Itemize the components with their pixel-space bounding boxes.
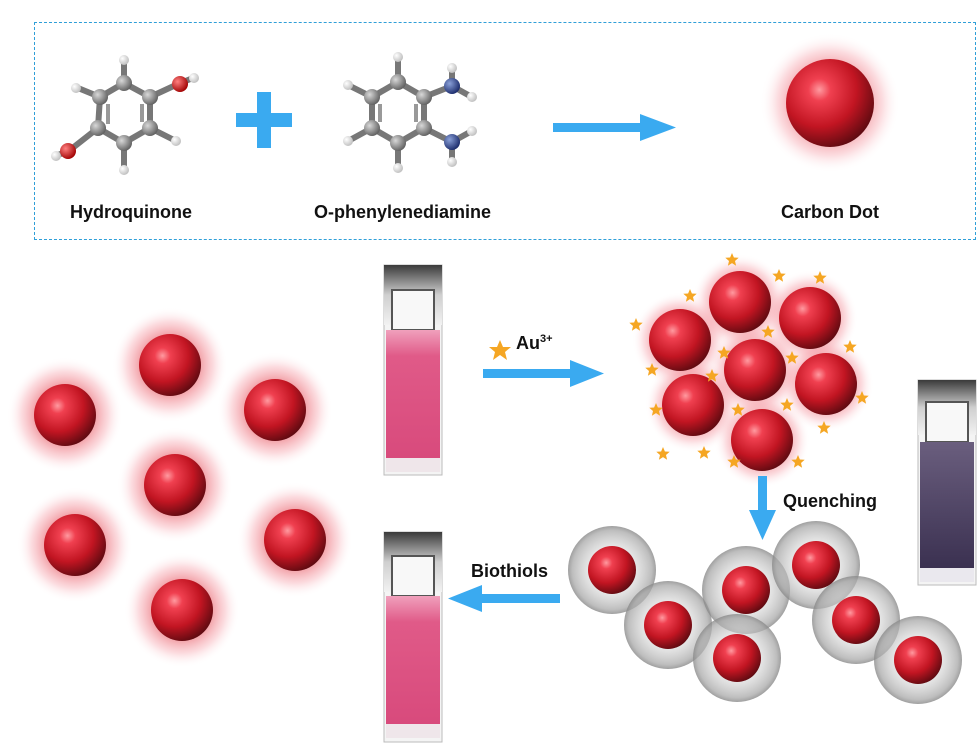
au-ion-star [645, 363, 659, 376]
au-ion-star [629, 318, 643, 331]
carbon-dot [244, 379, 306, 441]
carbon-dot [144, 454, 206, 516]
carbon-dot [792, 541, 840, 589]
plus-icon [236, 92, 292, 148]
synthesis-box [34, 22, 976, 240]
quenching-label: Quenching [783, 491, 877, 511]
carbon-dot [722, 566, 770, 614]
au-ion-star [772, 269, 786, 282]
au-ion-star [656, 447, 670, 460]
carbon-dot [795, 353, 857, 415]
hydroquinone-molecule [51, 55, 199, 175]
au-ion-star [731, 403, 745, 416]
carbon-dot [34, 384, 96, 446]
reaction-arrow [553, 114, 676, 141]
carbon-dot [731, 409, 793, 471]
carbon-dot [139, 334, 201, 396]
carbon-dot [832, 596, 880, 644]
au-ion-star [697, 446, 711, 459]
left-carbon-dot-cluster [7, 307, 353, 668]
au-ion-star [649, 403, 663, 416]
carbon-dot-label: Carbon Dot [781, 202, 879, 222]
au-label-text: Au [516, 333, 540, 353]
carbon-dot [649, 309, 711, 371]
carbon-dot [644, 601, 692, 649]
hydroquinone-label: Hydroquinone [70, 202, 192, 222]
au-ion-star [725, 253, 739, 266]
au-ion-label: Au3+ [516, 333, 553, 354]
carbon-dot [662, 374, 724, 436]
biothiols-label: Biothiols [471, 561, 548, 581]
au-star-icon [489, 340, 511, 360]
carbon-dot [588, 546, 636, 594]
au-ion-star [761, 325, 775, 338]
au-ion-star [813, 271, 827, 284]
au-ion-star [780, 398, 794, 411]
carbon-dot [724, 339, 786, 401]
carbon-dot [779, 287, 841, 349]
au-charge-superscript: 3+ [540, 333, 553, 345]
au-ion-star [791, 455, 805, 468]
au-ion-star [785, 351, 799, 364]
au-ion-star [843, 340, 857, 353]
au-ion-star [727, 455, 741, 468]
carbon-dot [894, 636, 942, 684]
carbon-dot [264, 509, 326, 571]
au-ion-star [705, 369, 719, 382]
au-ion-star [855, 391, 869, 404]
cuvette-pink-initial [383, 264, 443, 476]
au-ion-star [817, 421, 831, 434]
biothiols-arrow [448, 585, 560, 612]
au-ion-star [717, 346, 731, 359]
au-ion-star [683, 289, 697, 302]
carbon-dot [44, 514, 106, 576]
au-bound-carbon-dot-cluster [629, 253, 874, 488]
cuvette-pink-restored [383, 531, 443, 743]
quenching-arrow [749, 476, 776, 540]
carbon-dot-product [760, 33, 900, 173]
ophenylenediamine-label: O-phenylenediamine [314, 202, 492, 222]
quenched-carbon-dot-cluster [568, 521, 962, 704]
carbon-dot [709, 271, 771, 333]
carbon-dot [713, 634, 761, 682]
carbon-dot [151, 579, 213, 641]
au-addition-arrow [483, 360, 604, 387]
ophenylenediamine-molecule [343, 52, 477, 173]
cuvette-purple-quenched [917, 379, 977, 586]
